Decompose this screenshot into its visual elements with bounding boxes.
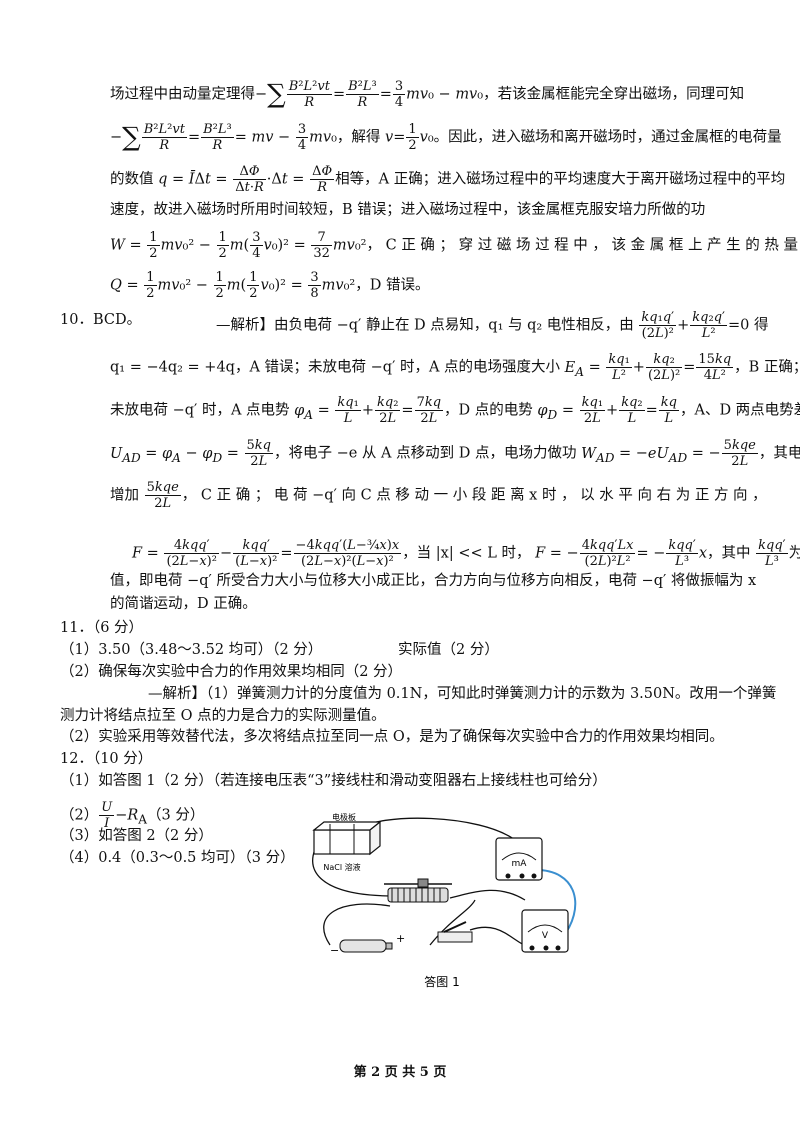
battery-minus: − — [330, 944, 339, 957]
q11-answer-1b: 实际值（2 分） — [398, 642, 499, 658]
text: ，将电子 −e 从 A 点移动到 D 点，电场力做功 — [273, 445, 577, 462]
text: 未放电荷 −q′ 时，A 点电势 — [110, 402, 290, 419]
q10-line-2: q₁ = −4q₂ = +4q，A 错误；未放电荷 −q′ 时，A 点的电场强度… — [110, 352, 800, 383]
voltmeter: V — [521, 909, 569, 953]
q11-explain-3: （2）实验采用等效替代法，多次将结点拉至同一点 O，是为了确保每次实验中合力的作… — [60, 729, 724, 745]
battery-plus: + — [396, 932, 405, 945]
text: —解析】 — [148, 686, 206, 702]
q11-answer-1: （1）3.50（3.48～3.52 均可）（2 分） — [60, 642, 323, 658]
figure-caption: 答图 1 — [424, 974, 459, 989]
text: ，D 错误。 — [355, 277, 430, 294]
electrode-label: 电极板 — [332, 812, 356, 822]
text: ，若该金属框能完全穿出磁场，同理可知 — [483, 86, 745, 103]
text: 由负电荷 −q′ 静止在 D 点易知，q₁ 与 q₂ 电性相反，由 — [274, 317, 634, 334]
q11-heading: 11．（6 分） — [60, 620, 144, 636]
text: 的数值 — [110, 171, 154, 188]
text: 增加 — [110, 487, 139, 504]
q12-answer-4: （4）0.4（0.3～0.5 均可）（3 分） — [60, 850, 295, 866]
circuit-diagram: 电极板 NaCl 溶液 mA V — [312, 812, 577, 989]
page-footer: 第 2 页 共 5 页 — [353, 1065, 447, 1080]
q10-line-8: 的简谐运动，D 正确。 — [110, 596, 257, 612]
q10-line-6: F = 4kqq′(2L−x)²−kqq′(L−x)²=−4kqq′(L−¾x)… — [132, 538, 800, 569]
text: ，B 正确； — [734, 359, 800, 376]
text: 得 — [753, 317, 769, 334]
p9-line-4: 速度，故进入磁场时所用时间较短，B 错误；进入磁场过程中，该金属框克服安培力所做… — [110, 202, 706, 218]
text: 相等，A 正确；进入磁场过程中的平均速度大于离开磁场过程中的平均 — [335, 171, 786, 188]
q10-line-7: 值，即电荷 −q′ 所受合力大小与位移大小成正比，合力方向与位移方向相反，电荷 … — [110, 573, 757, 589]
text: ， C 正 确 ； 电 荷 −q′ 向 C 点 移 动 一 小 段 距 离 x … — [181, 487, 767, 504]
q12-heading: 12．（10 分） — [60, 751, 153, 767]
text: ，解得 — [336, 129, 381, 146]
wire-right — [429, 899, 476, 946]
q11-explain-2: 测力计将结点拉至 O 点的力是合力的实际测量值。 — [60, 708, 386, 724]
text: 为定 — [788, 545, 800, 562]
electrolytic-cell: 电极板 NaCl 溶液 — [312, 812, 382, 872]
switch — [437, 921, 473, 943]
q12-answer-3: （3）如答图 2（2 分） — [60, 828, 213, 844]
q11-explain-1: —解析】（1）弹簧测力计的分度值为 0.1N，可知此时弹簧测力计的示数为 3.5… — [148, 684, 776, 704]
milliammeter: mA — [495, 837, 543, 881]
voltmeter-label: V — [542, 931, 549, 941]
q11-answer-2: （2）确保每次实验中合力的作用效果均相同（2 分） — [60, 664, 403, 680]
text: ，其电势能 — [758, 445, 800, 462]
text: （2） — [60, 807, 99, 824]
q10-number: 10．BCD。 — [60, 312, 142, 328]
solution-label: NaCl 溶液 — [323, 862, 360, 872]
text: ，D 点的电势 — [444, 402, 533, 419]
wire-bottom — [323, 903, 391, 946]
q10-line-1: —解析】由负电荷 −q′ 静止在 D 点易知，q₁ 与 q₂ 电性相反，由 kq… — [216, 310, 769, 341]
text: ，其中 — [707, 545, 751, 562]
wire-switch — [469, 926, 531, 949]
wire-voltmeter — [449, 889, 526, 901]
text: 。因此，进入磁场和离开磁场时，通过金属框的电荷量 — [433, 129, 782, 146]
text: 场过程中由动量定理得 — [110, 86, 255, 103]
ammeter-label: mA — [512, 859, 528, 869]
rheostat — [384, 878, 452, 903]
text: （1）弹簧测力计的分度值为 0.1N，可知此时弹簧测力计的示数为 3.50N。改… — [206, 686, 777, 702]
text: ，A、D 两点电势差 — [679, 402, 800, 419]
battery: − + — [330, 932, 405, 957]
text: q₁ = −4q₂ = +4q，A 错误；未放电荷 −q′ 时，A 点的电场强度… — [110, 359, 561, 376]
text: （3 分） — [147, 807, 205, 824]
text: —解析】 — [216, 317, 274, 334]
text: ，当 |x| << L 时， — [402, 545, 531, 562]
q12-answer-1: （1）如答图 1（2 分）（若连接电压表“3”接线柱和滑动变阻器右上接线柱也可给… — [60, 773, 607, 789]
text: ， C 正 确 ； 穿 过 磁 场 过 程 中 ， 该 金 属 框 上 产 生 … — [366, 237, 799, 254]
